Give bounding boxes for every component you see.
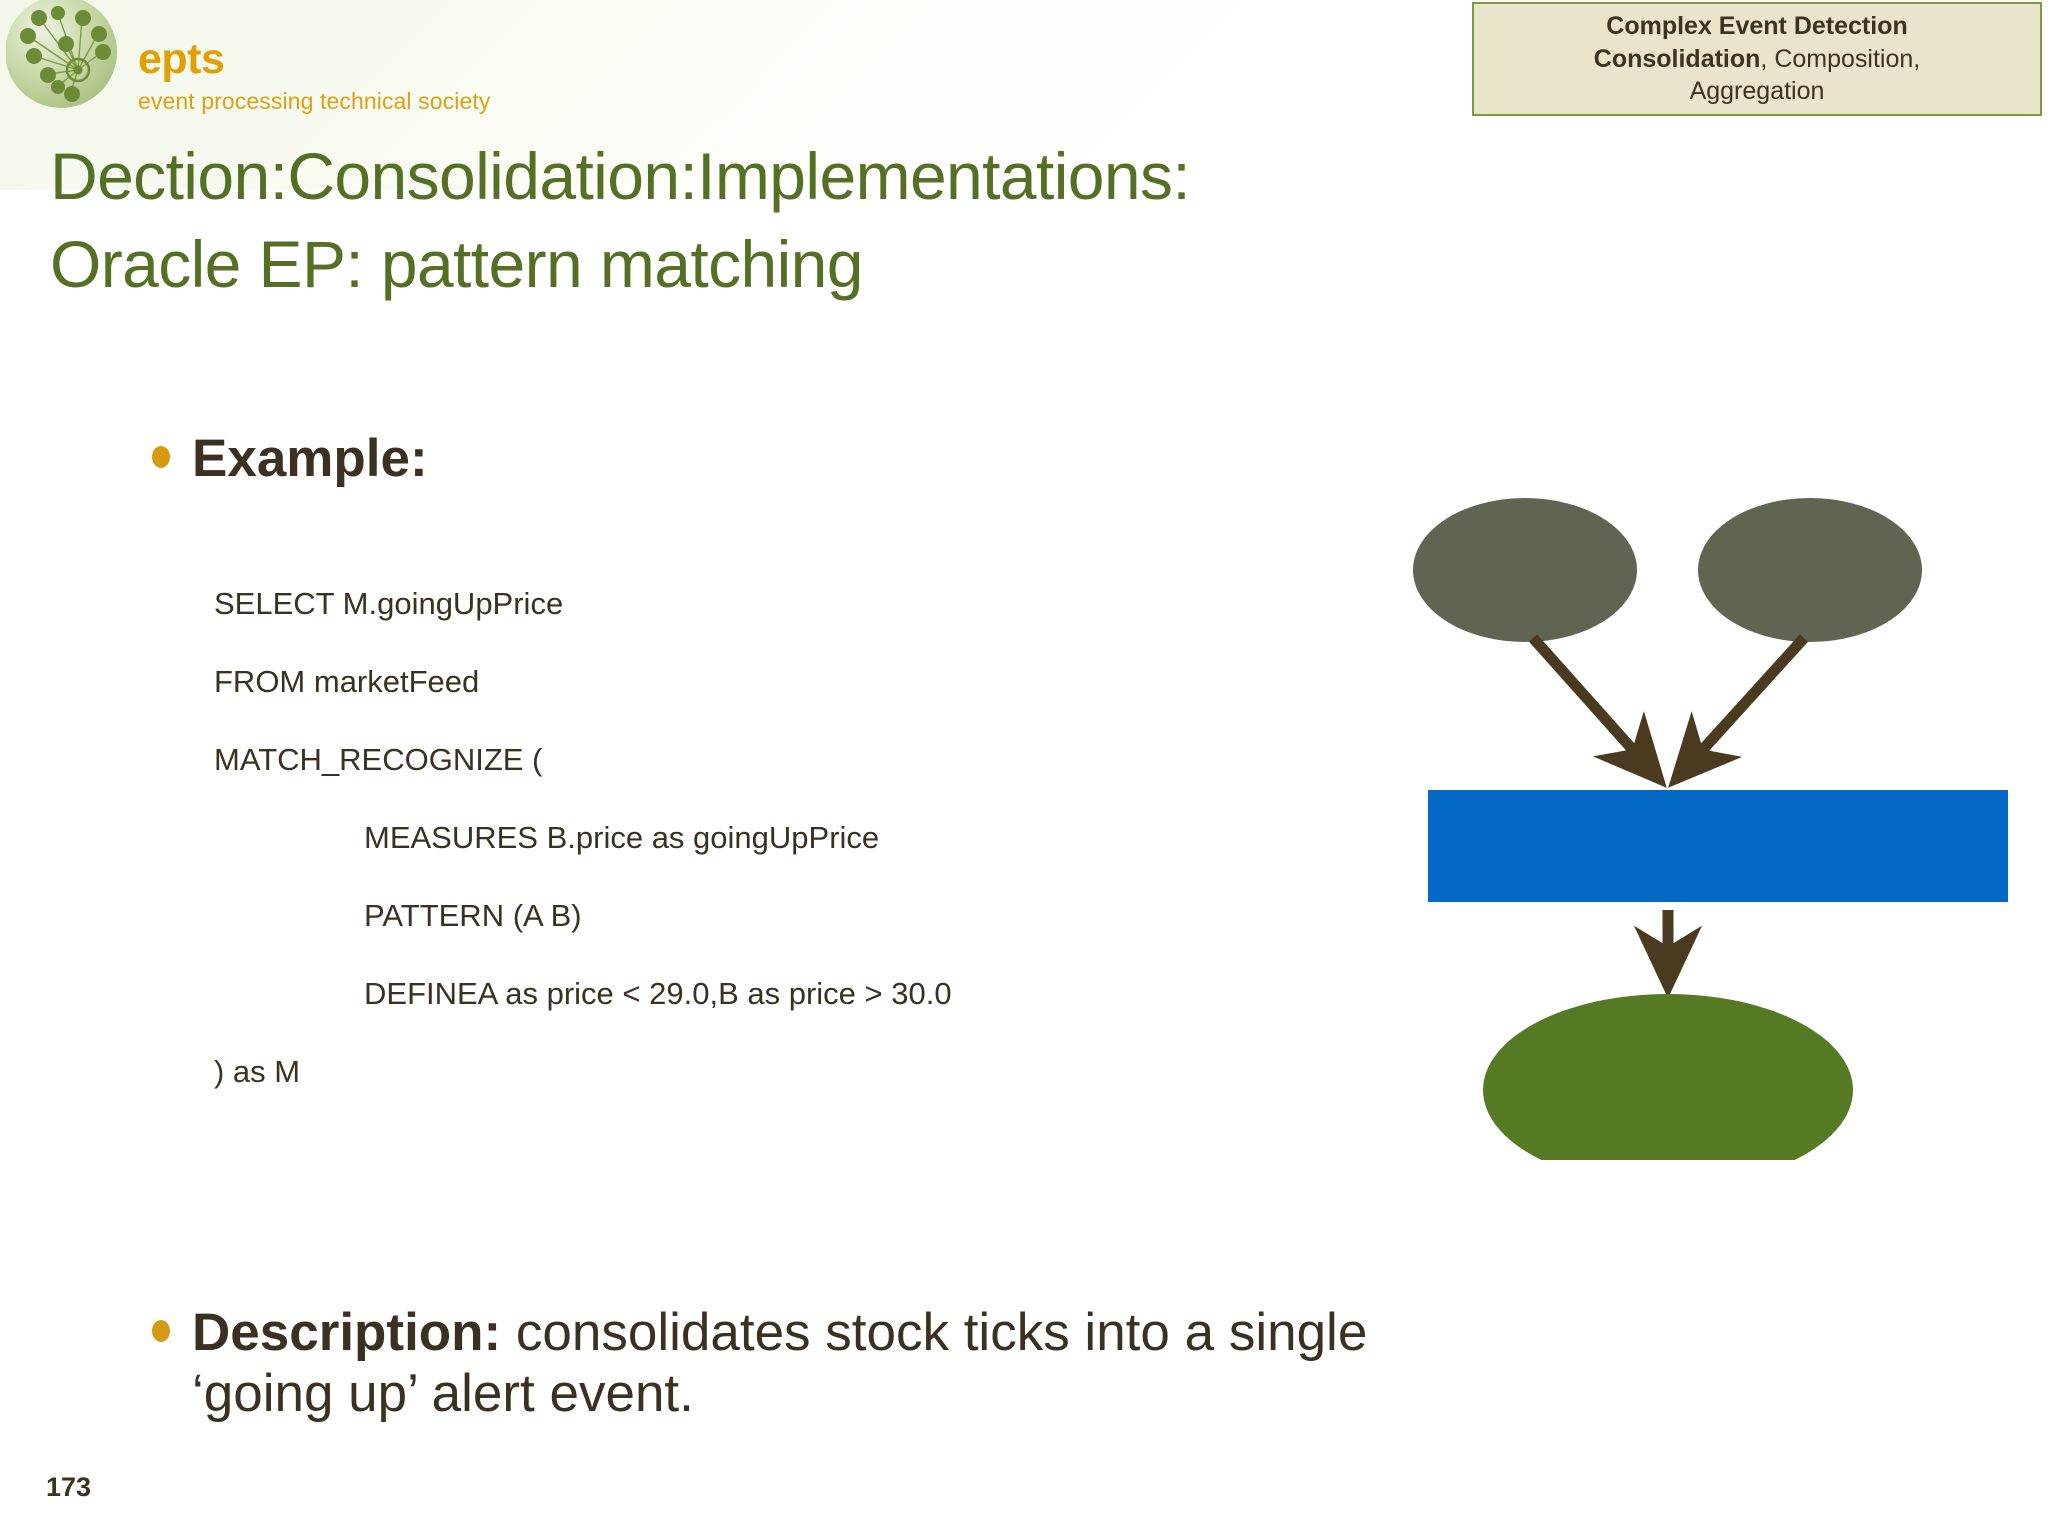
bullet-description-text: consolidates stock ticks into a single ‘… <box>192 1303 1368 1424</box>
pattern-match-diagram: Event Event Pattern match derived event <box>1380 460 2020 1160</box>
topic-line-2-rest: , Composition, <box>1760 44 1921 73</box>
page-title: Dection:Consolidation:Implementations: O… <box>50 143 1470 297</box>
brand-block: epts event processing technical society <box>138 38 490 113</box>
brand-name: epts <box>138 35 225 83</box>
bullet-description-body: Description: consolidates stock ticks in… <box>192 1302 1412 1425</box>
brand-tagline: event processing technical society <box>138 88 491 114</box>
code-line: MEASURES B.price as goingUpPrice <box>364 820 880 855</box>
pattern-match-box <box>1428 790 2008 902</box>
bullet-description-label: Description: <box>192 1303 502 1362</box>
event-ellipse-left <box>1413 498 1637 642</box>
code-line: FROM marketFeed <box>214 664 480 699</box>
page-title-line-1: Dection:Consolidation:Implementations: <box>50 139 1191 213</box>
derived-event-ellipse <box>1483 994 1853 1160</box>
code-line: ) as M <box>214 1054 301 1089</box>
code-block: SELECT M.goingUpPrice FROM marketFeed MA… <box>214 565 1334 1111</box>
topic-line-1-text: Complex Event Detection <box>1606 12 1908 41</box>
topic-line-3: Aggregation <box>1689 77 1825 106</box>
event-ellipse-right <box>1698 498 1922 642</box>
code-line: MATCH_RECOGNIZE ( <box>214 742 543 777</box>
topic-breadcrumb-box: Complex Event Detection Consolidation, C… <box>1472 2 2042 116</box>
epts-network-logo-icon <box>6 0 132 120</box>
code-line: PATTERN (A B) <box>364 898 582 933</box>
bullet-example-label: Example: <box>192 429 428 488</box>
code-line: DEFINEA as price < 29.0,B as price > 30.… <box>364 976 952 1011</box>
topic-line-1: Complex Event Detection <box>1474 10 2040 43</box>
arrow-left-event-to-pattern <box>1528 634 1667 788</box>
page-number: 173 <box>46 1472 92 1502</box>
topic-line-2: Consolidation, Composition, <box>1474 43 2040 76</box>
bullet-description: Description: consolidates stock ticks in… <box>152 1302 1412 1425</box>
bullet-dot-icon <box>152 1320 170 1342</box>
topic-active-item: Consolidation <box>1593 44 1761 73</box>
page-title-line-2: Oracle EP: pattern matching <box>50 227 863 301</box>
arrow-right-event-to-pattern <box>1668 634 1809 788</box>
bullet-dot-icon <box>152 446 170 468</box>
bullet-example: Example: <box>152 428 428 489</box>
code-line: SELECT M.goingUpPrice <box>214 586 564 621</box>
